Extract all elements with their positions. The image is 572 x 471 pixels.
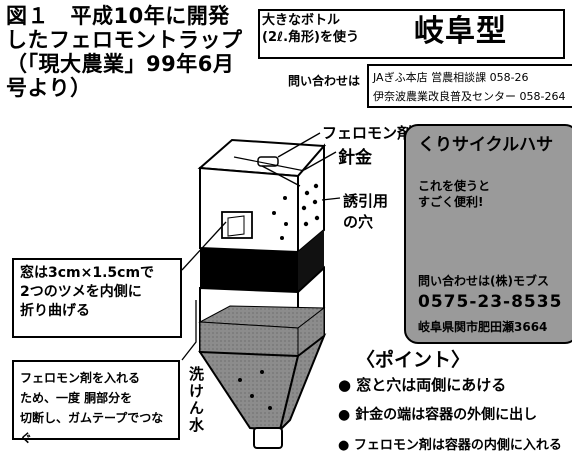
- contact-line-ja: JAぎふ本店 営農相談課 058-26: [373, 71, 529, 84]
- note-insert-line3: 切断し、ガムテープでつなぐ: [20, 411, 164, 445]
- label-holes: 誘引用 の穴: [343, 190, 388, 232]
- label-pheromone: フェロモン剤: [322, 124, 413, 142]
- point-item: ● 針金の端は容器の外側に出し: [338, 407, 538, 423]
- note-window-line1: 窓は3cm×1.5cmで: [20, 265, 155, 281]
- bottle-upper: [199, 143, 325, 255]
- advert-tagline-line2: すごく便利!: [418, 195, 484, 209]
- advert-address: 岐阜県関市肥田瀬3664: [418, 320, 548, 334]
- note-insert-line2: ため、一度 胴部分を: [20, 391, 133, 405]
- contact-box: JAぎふ本店 営農相談課 058-26 伊奈波農業改良普及センター 058-26…: [367, 64, 572, 108]
- advert-contact: 問い合わせは(株)モブス: [418, 274, 549, 288]
- label-holes-line1: 誘引用: [343, 192, 389, 210]
- wire-line: [233, 156, 311, 173]
- advert-panel: [404, 124, 572, 344]
- contact-label: 問い合わせは: [288, 74, 361, 88]
- bottle-lower: [198, 265, 327, 449]
- note-window: 窓は3cm×1.5cmで 2つのツメを内側に 折り曲げる: [12, 258, 182, 338]
- title-subtitle-line2: (2ℓ.角形)を使う: [262, 30, 359, 45]
- title-subtitle: 大きなボトル (2ℓ.角形)を使う: [262, 12, 359, 46]
- title-main: 岐阜型: [414, 14, 507, 49]
- label-wire: 針金: [338, 148, 372, 168]
- window-flap: [227, 215, 245, 237]
- advert-title: くりサイクルハサ: [418, 135, 554, 155]
- figure-caption: 図１ 平成10年に開発したフェロモントラップ（「現大農業」99年6月号より）: [6, 4, 243, 100]
- leader-lines: [181, 132, 341, 361]
- point-item: ● フェロモン剤は容器の内側に入れる: [338, 438, 562, 453]
- advert-tagline-line1: これを使うと: [418, 179, 491, 193]
- advert-tagline: これを使うと すごく便利!: [418, 178, 490, 210]
- label-holes-line2: の穴: [343, 213, 374, 231]
- tape-band: [200, 230, 324, 292]
- label-soapy-water: 洗けん水: [187, 366, 205, 434]
- title-subtitle-line1: 大きなボトル: [262, 13, 341, 28]
- bottle-neck: [253, 427, 283, 449]
- note-window-line3: 折り曲げる: [20, 303, 90, 319]
- note-window-line2: 2つのツメを内側に: [20, 284, 142, 300]
- advert-phone: 0575-23-8535: [418, 292, 563, 312]
- title-box: [258, 9, 565, 59]
- contact-line-extension: 伊奈波農業改良普及センター 058-264: [373, 90, 566, 103]
- attractant-holes: [272, 183, 320, 240]
- point-item: ● 窓と穴は両側にあける: [338, 376, 507, 394]
- note-insert-line1: フェロモン剤を入れる: [20, 371, 141, 385]
- note-insert: フェロモン剤を入れる ため、一度 胴部分を 切断し、ガムテープでつなぐ: [12, 360, 180, 445]
- points-heading: 〈ポイント〉: [356, 349, 471, 371]
